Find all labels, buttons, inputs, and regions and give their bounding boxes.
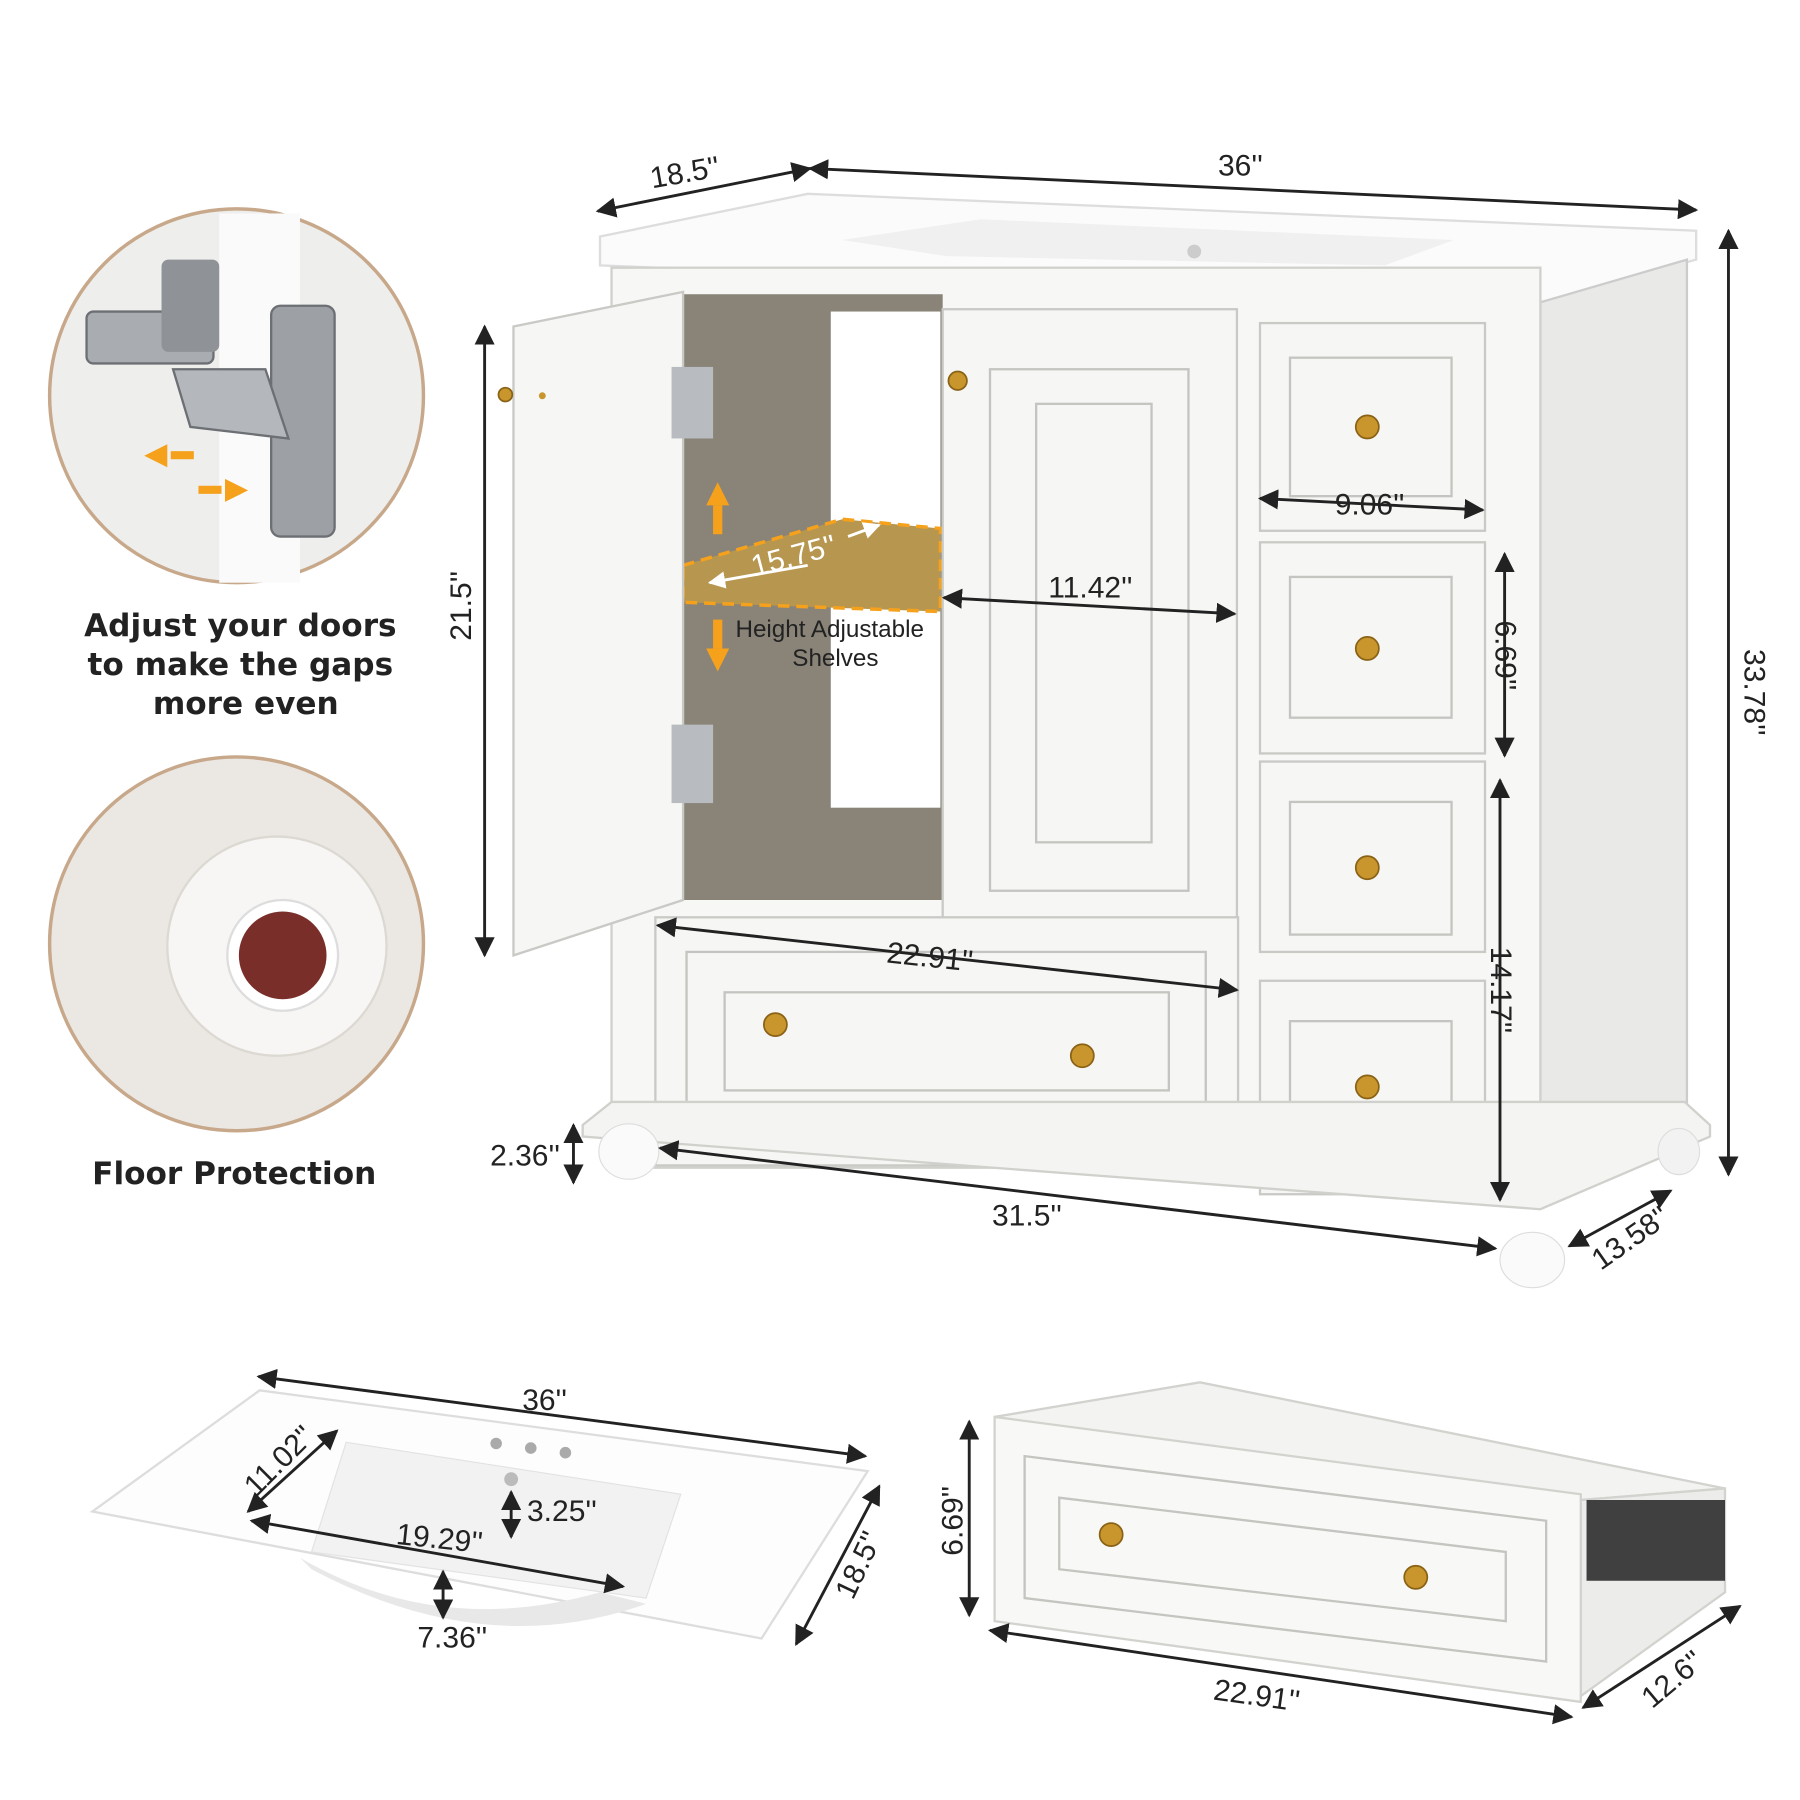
shelf-label: Height Adjustable Shelves [735,616,930,672]
height-label: 33.78'' [1738,649,1771,736]
leg [1657,1127,1701,1176]
cabinet-height-label: 21.5'' [445,571,478,641]
floor-protection-callout [47,755,426,1133]
shelf-adjust-arrows-icon [706,482,730,672]
felt-pad-icon [238,911,327,1000]
cabinet-door [941,308,1239,951]
door-hinge-bottom [671,724,714,804]
drawer-depth-label: 12.6'' [1635,1645,1710,1715]
cabinet-opening-label: 11.42'' [1048,572,1132,605]
adjust-arrows-icon [144,444,249,502]
leg [1499,1231,1566,1289]
hinge-callout [47,207,426,585]
drawer-stack-height-label: 14.17'' [1484,947,1517,1034]
bowl-height-label: 7.36'' [417,1622,487,1655]
leg-height-label: 2.36'' [490,1139,560,1172]
sink-width-label: 36'' [522,1384,567,1417]
sink-dimension-lines [246,1368,881,1647]
vanity-dimension-labels: 18.5'' 36'' 33.78'' 21.5'' 15.75'' 11.42… [445,149,1771,1276]
sink-illustration [89,1389,870,1640]
door-hinge-top [671,366,714,439]
floor-protection-caption: Floor Protection [92,1156,376,1192]
open-door [512,290,685,957]
vanity-side [1539,258,1689,1144]
vanity-dimension-lines [474,159,1739,1257]
drawer-illustration [993,1381,1727,1704]
drawer-height-label: 6.69'' [936,1486,969,1556]
base-width-label: 31.5'' [992,1199,1062,1232]
faucet-distance-label: 3.25'' [527,1495,597,1528]
vanity-illustration [497,192,1712,1289]
drawer-dimension-lines [959,1419,1742,1725]
drawer-slide [1586,1500,1725,1581]
leg [598,1123,660,1180]
drawer-width-label: 22.91'' [1212,1674,1302,1719]
hinge-icon [85,259,336,538]
small-drawer-height-label: 6.69'' [1488,620,1521,690]
width-label: 36'' [1218,149,1263,182]
hinge-caption: Adjust your doors to make the gaps more … [84,608,407,722]
door-knob [947,370,968,391]
small-drawer-width-label: 9.06'' [1335,489,1405,522]
